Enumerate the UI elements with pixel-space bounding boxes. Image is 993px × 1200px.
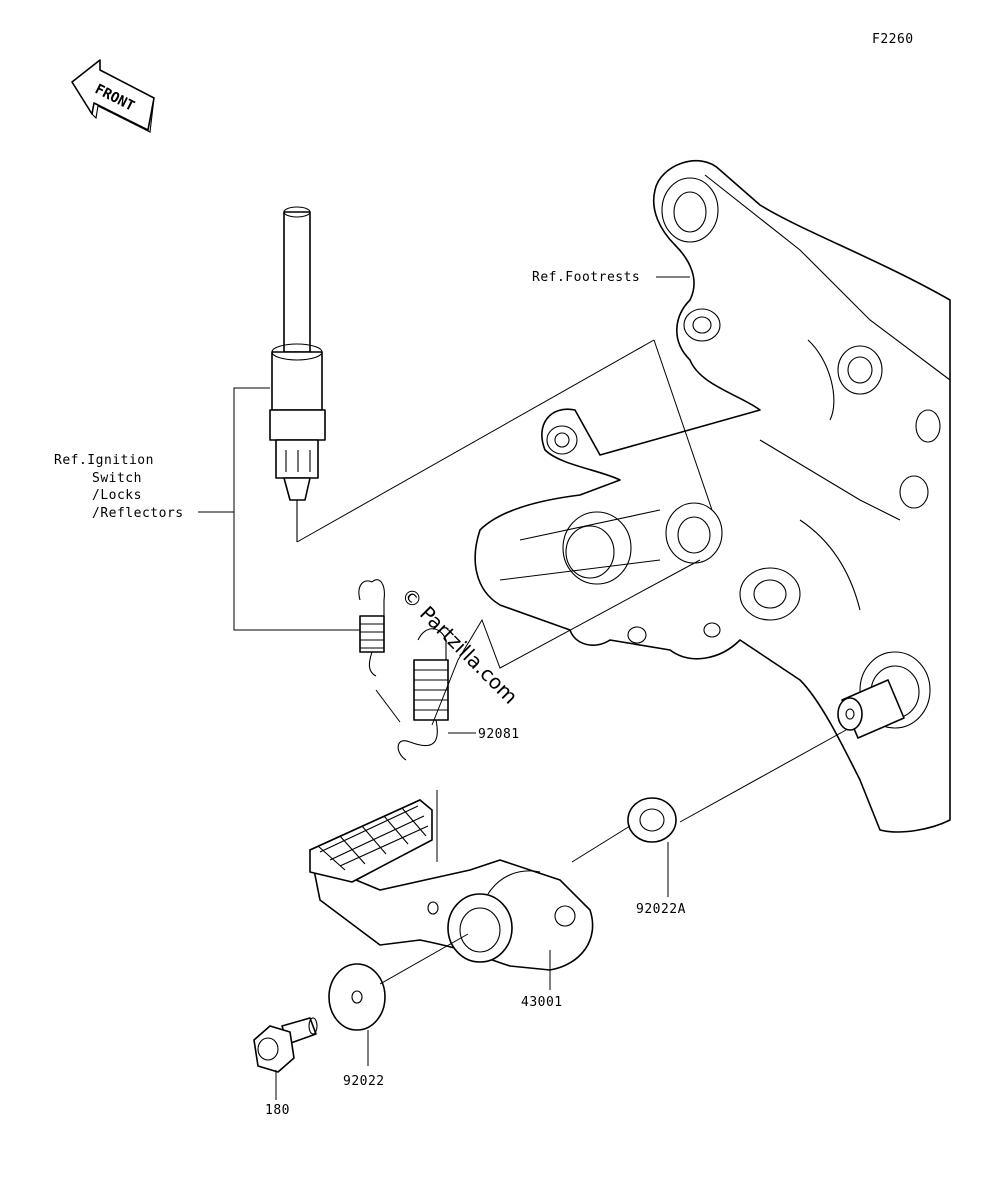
pivot-shaft — [837, 679, 905, 739]
footrest-bracket — [474, 159, 951, 833]
bolt-180 — [253, 1017, 318, 1073]
part-label-92081: 92081 — [478, 727, 520, 742]
front-arrow-icon: FRONT — [71, 59, 155, 133]
brake-light-switch — [269, 206, 326, 542]
washer-92022 — [328, 963, 386, 1031]
ref-ignition-label: Ref.Ignition Switch /Locks /Reflectors — [54, 453, 184, 521]
svg-text:Ref.Ignition: Ref.Ignition — [54, 453, 154, 468]
diagram-code: F2260 — [872, 32, 914, 47]
washer-92022a — [627, 797, 677, 843]
ref-footrests-label: Ref.Footrests — [532, 270, 640, 285]
svg-text:Switch: Switch — [92, 471, 142, 486]
part-label-43001: 43001 — [521, 995, 563, 1010]
svg-text:/Reflectors: /Reflectors — [92, 506, 184, 521]
brake-pedal-43001 — [309, 799, 594, 971]
return-spring-92081 — [397, 628, 449, 761]
part-label-92022a: 92022A — [636, 902, 686, 917]
part-label-180: 180 — [265, 1103, 290, 1118]
part-label-92022: 92022 — [343, 1074, 385, 1089]
switch-spring — [358, 579, 385, 677]
svg-text:/Locks: /Locks — [92, 488, 142, 503]
